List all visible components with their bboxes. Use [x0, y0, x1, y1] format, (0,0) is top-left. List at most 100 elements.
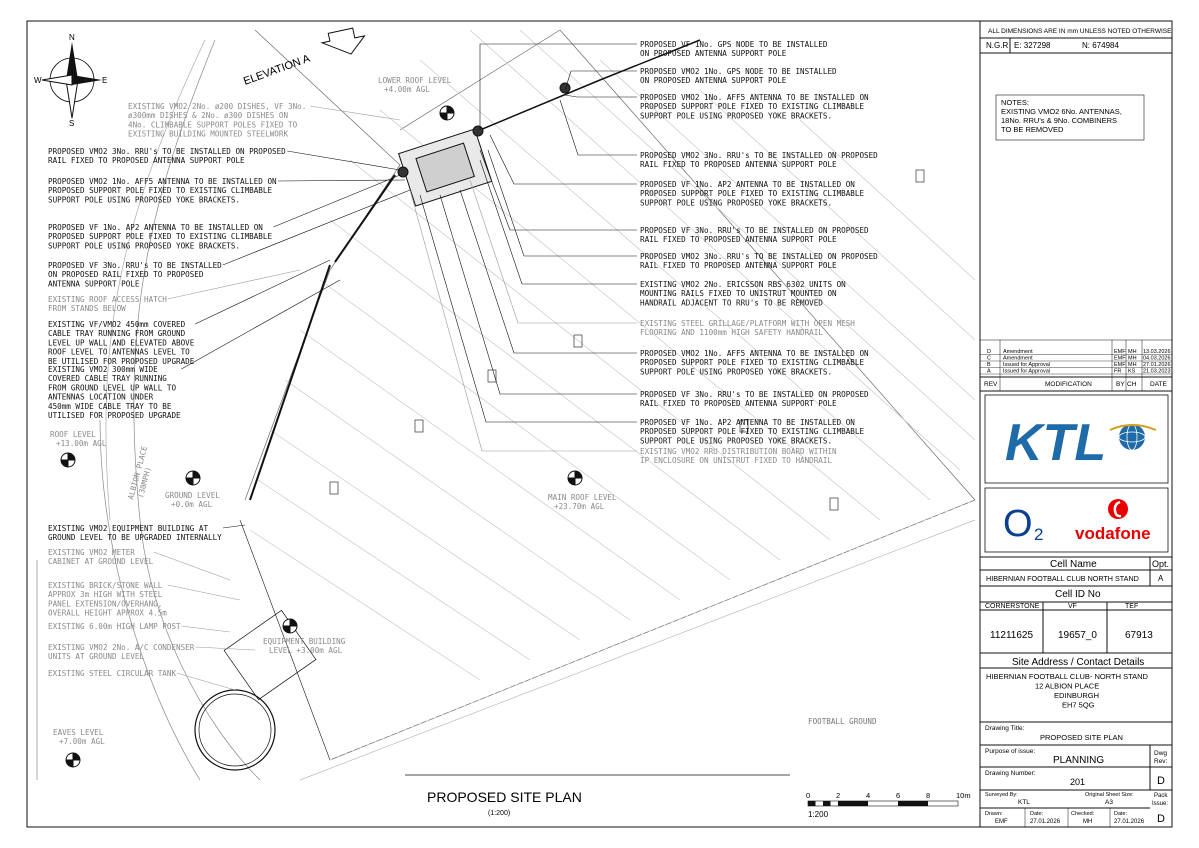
operator-logos-box [984, 487, 1169, 553]
level-label: LOWER ROOF LEVEL [378, 76, 452, 85]
drawing-title-value: PROPOSED SITE PLAN [1040, 733, 1123, 742]
annotation-line: APPROX 3m HIGH WITH STEEL [48, 590, 163, 599]
right-annotation: PROPOSED VMO2 3No. RRU's TO BE INSTALLED… [640, 252, 878, 270]
drawn-label: Drawn: [985, 811, 1003, 817]
sheet-size-label: Original Sheet Size: [1085, 792, 1134, 798]
drawing-scale: (1:200) [488, 810, 510, 817]
rev-cell-mod: Amendment [1003, 349, 1033, 355]
rev-header-by: BY [1116, 381, 1125, 388]
annotation-line: EXISTING VF/VMO2 450mm COVERED [48, 320, 186, 329]
cell-id-header: VF [1068, 603, 1077, 610]
annotation-line: RAIL FIXED TO PROPOSED ANTENNA SUPPORT P… [640, 160, 837, 169]
annotation-line: PROPOSED VF 1No. AP2 ANTENNA TO BE INSTA… [640, 180, 855, 189]
leader-line [479, 149, 637, 231]
leader-line [167, 269, 301, 300]
annotation-line: EXISTING VMO2 METER [48, 548, 135, 557]
dwg-rev-value: D [1157, 775, 1165, 787]
annotation-line: FROM STANDS BELOW [48, 304, 126, 313]
annotation-line: EXISTING VMO2 EQUIPMENT BUILDING AT [48, 524, 208, 533]
o2-logo-sub: 2 [1034, 525, 1043, 544]
right-annotation: EXISTING STEEL GRILLAGE/PLATFORM WITH OP… [640, 319, 855, 337]
drawing-number-label: Drawing Number: [985, 770, 1036, 777]
pack-issue-label-2: Issue: [1152, 801, 1168, 807]
level-label: ROOF LEVEL [50, 430, 96, 439]
street-label: ALBION PLACE (30MPH) [126, 445, 153, 501]
surveyed-value: KTL [1018, 799, 1030, 806]
north-arrow: N S E W [34, 33, 107, 128]
east-label: E [102, 76, 107, 85]
rev-cell-rev: A [987, 369, 991, 375]
address-line: EH7 5QG [1062, 701, 1095, 710]
scale-tick-label: 8 [926, 791, 930, 800]
leader-line [167, 584, 241, 601]
title-block: ALL DIMENSIONS ARE IN mm UNLESS NOTED OT… [979, 21, 1172, 827]
annotation-line: EXISTING VMO2 RRU DISTRIBUTION BOARD WIT… [640, 447, 837, 456]
leader-line [559, 99, 637, 156]
right-annotation: PROPOSED VMO2 1No. GPS NODE TO BE INSTAL… [640, 67, 837, 85]
rev-cell-by: EMF [1114, 362, 1126, 368]
rev-header-date: DATE [1150, 381, 1168, 388]
ngr-label: N.G.R [986, 41, 1008, 50]
checked-value: MH [1083, 819, 1092, 825]
annotation-line: MOUNTING RAILS FIXED TO UNISTRUT MOUNTED… [640, 289, 837, 298]
scale-tick-label: 4 [866, 791, 870, 800]
notes-box [995, 94, 1145, 141]
right-annotation: EXISTING VMO2 RRU DISTRIBUTION BOARD WIT… [640, 447, 837, 465]
rev-header-ch: CH [1127, 381, 1137, 388]
scale-tick-label: 0 [806, 791, 810, 800]
annotation-line: EXISTING VMO2 2No. ERICSSON RBS 6302 UNI… [640, 280, 846, 289]
right-annotations: PROPOSED VF 1No. GPS NODE TO BE INSTALLE… [640, 40, 878, 465]
address-line: HIBERNIAN FOOTBALL CLUB- NORTH STAND [986, 672, 1149, 681]
leader-line [277, 179, 406, 182]
date1-value: 27.01.2026 [1030, 819, 1061, 825]
leader-line [459, 189, 637, 354]
leader-line [487, 149, 637, 257]
annotation-line: UTILISED FOR PROPOSED UPGRADE [48, 411, 181, 420]
annotation-line: PROPOSED VMO2 3No. RRU's TO BE INSTALLED… [640, 252, 878, 261]
drawing-title: PROPOSED SITE PLAN [427, 789, 582, 805]
rev-cell-date: 21.03.2023 [1143, 369, 1171, 375]
left-annotation: PROPOSED VF 3No. RRU's TO BE INSTALLEDON… [48, 261, 222, 288]
annotation-line: PROPOSED SUPPORT POLE FIXED TO EXISTING … [640, 189, 864, 198]
address-line: 12 ALBION PLACE [1035, 682, 1099, 691]
level-label: MAIN ROOF LEVEL [548, 493, 617, 502]
annotation-line: PROPOSED VF 1No. AP2 ANTENNA TO BE INSTA… [48, 223, 263, 232]
rev-cell-ch: MH [1128, 349, 1137, 355]
leader-line [439, 194, 637, 395]
annotation-line: PROPOSED VF 3No. RRU's TO BE INSTALLED O… [640, 226, 869, 235]
rev-cell-ch: MH [1128, 356, 1137, 362]
rev-cell-rev: B [987, 362, 991, 368]
leader-line [564, 70, 637, 91]
annotation-line: RAIL FIXED TO PROPOSED ANTENNA SUPPORT P… [640, 399, 837, 408]
annotation-line: EXISTING VMO2 2No. ø200 DISHES, VF 3No. [128, 102, 306, 111]
annotation-line: FLOORING AND 1100mm HIGH SAFETY HANDRAIL [640, 328, 823, 337]
rev-header-rev: REV [984, 381, 998, 388]
annotation-line: OVERALL HEIGHT APPROX 4.5m [48, 609, 167, 618]
annotation-line: 450mm WIDE CABLE TRAY TO BE [48, 402, 172, 411]
leader-line [419, 194, 637, 423]
annotation-line: FROM GROUND LEVEL UP WALL TO [48, 383, 176, 392]
rev-cell-mod: Amendment [1003, 356, 1033, 362]
annotation-line: PROPOSED VF 1No. AP2 ANTENNA TO BE INSTA… [640, 418, 855, 427]
date2-value: 27.01.2026 [1114, 819, 1145, 825]
leader-lines [153, 43, 637, 691]
purpose-value: PLANNING [1053, 755, 1104, 766]
annotation-line: PROPOSED VMO2 1No. GPS NODE TO BE INSTAL… [640, 67, 837, 76]
right-annotation: PROPOSED VF 3No. RRU's TO BE INSTALLED O… [640, 390, 869, 408]
level-label: +13.00m AGL [56, 439, 107, 448]
level-label: EQUIPMENT BUILDING [263, 637, 346, 646]
annotation-line: SUPPORT POLE USING PROPOSED YOKE BRACKET… [640, 111, 832, 120]
sheet-border [26, 20, 1173, 828]
annotation-line: ON PROPOSED ANTENNA SUPPORT POLE [640, 49, 787, 58]
leader-line [309, 105, 401, 121]
annotation-line: SUPPORT POLE USING PROPOSED YOKE BRACKET… [48, 195, 240, 204]
opt-value: A [1158, 574, 1164, 583]
annotation-line: EXISTING 6.00m HIGH LAMP POST [48, 622, 181, 631]
south-label: S [69, 119, 74, 128]
leader-line [564, 94, 637, 98]
pack-issue-label-1: Pack [1154, 793, 1168, 799]
